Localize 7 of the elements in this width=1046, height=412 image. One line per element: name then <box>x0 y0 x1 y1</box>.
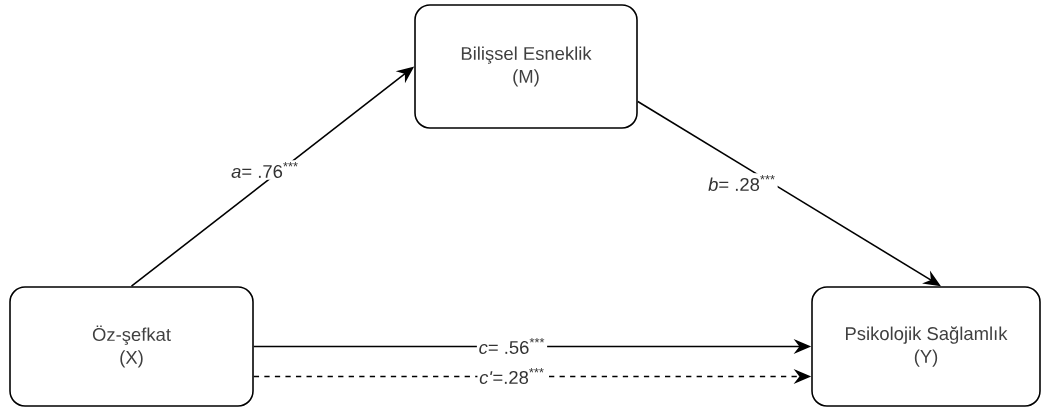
edge-label: a= .76$^{***}$ <box>229 160 301 180</box>
process-box: Bilişsel Esneklik (M) <box>414 4 638 129</box>
process-box: Psikolojik Sağlamlık (Y) <box>811 286 1041 407</box>
edge-label: b= .28$^{***}$ <box>706 173 778 193</box>
edge-label: c= .56$^{***}$ <box>476 336 548 356</box>
process-box: Öz-şefkat (X) <box>9 286 254 407</box>
edge-label: c'=.28$^{***}$ <box>477 366 547 386</box>
